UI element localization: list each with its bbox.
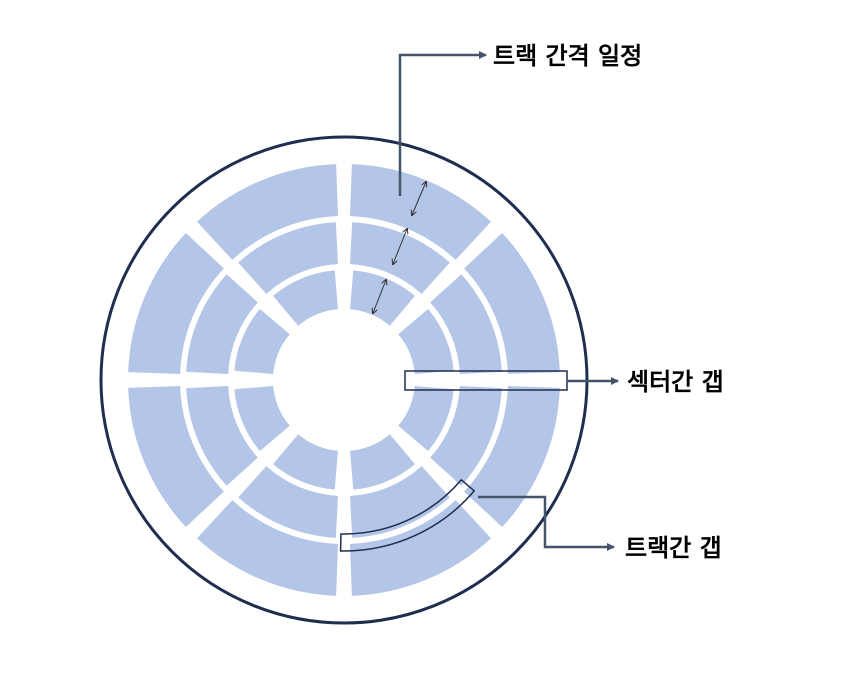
sector-track2-4 [349, 466, 450, 538]
spacing-arrow-inner [373, 280, 386, 313]
label-track-spacing: 트랙 간격 일정 [493, 42, 642, 70]
sector-track1-8 [196, 164, 339, 260]
sector-track1-2 [464, 232, 560, 375]
spacing-arrow-middle [393, 229, 407, 264]
sector-track1-7 [128, 232, 224, 375]
sector-track2-3 [430, 385, 502, 486]
sector-track3-4 [349, 434, 415, 490]
callout-line-track-spacing [398, 51, 487, 196]
track-spacing-arrows [373, 182, 426, 313]
sector-track1-6 [128, 385, 224, 528]
sector-track2-8 [238, 222, 339, 294]
sector-track3-5 [273, 434, 339, 490]
sector-track2-2 [430, 274, 502, 375]
label-sector-gap: 섹터간 갭 [627, 368, 724, 396]
track-gap-highlight [339, 478, 476, 552]
callout-line-track-gap [478, 495, 615, 551]
sector-track2-6 [186, 385, 258, 486]
sector-track3-3 [398, 385, 454, 451]
sector-track1-5 [196, 500, 339, 596]
sector-track2-7 [186, 274, 258, 375]
spacing-arrow-outer [412, 182, 426, 215]
sector-track1-3 [464, 385, 560, 528]
disk-platter [99, 135, 589, 625]
sector-track1-4 [349, 500, 492, 596]
label-track-gap: 트랙간 갭 [625, 534, 722, 562]
track-sectors [128, 164, 560, 596]
sector-track2-5 [238, 466, 339, 538]
sector-track3-2 [398, 309, 454, 375]
sector-track3-8 [273, 270, 339, 326]
sector-track3-7 [234, 309, 290, 375]
sector-track3-6 [234, 385, 290, 451]
